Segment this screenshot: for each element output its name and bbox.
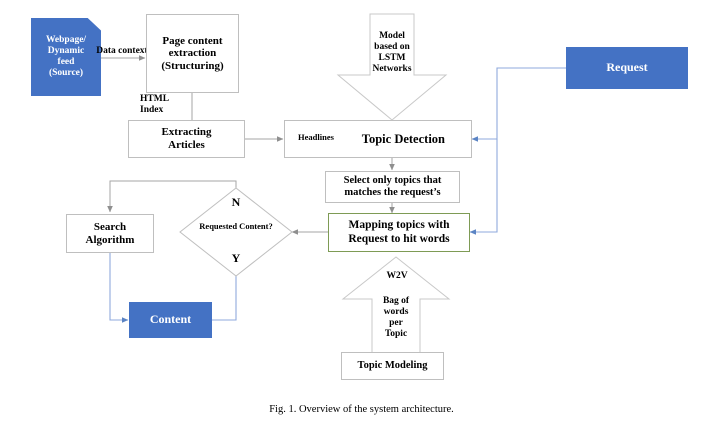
node-extracting-articles-label: Extracting Articles <box>161 126 212 151</box>
node-select-topics-label: Select only topics that matches the requ… <box>343 174 442 198</box>
node-topic-modeling-label: Topic Modeling <box>357 359 428 371</box>
node-topic-modeling[interactable]: Topic Modeling <box>341 352 444 380</box>
node-lstm-model-label: Model based on LSTM Networks <box>372 31 412 74</box>
node-decision-label: Requested Content? <box>199 221 273 231</box>
node-bag-of-words-label: Bag of words per Topic <box>382 296 410 339</box>
node-headlines-tag: Headlines <box>298 132 334 142</box>
figure-caption: Fig. 1. Overview of the system architect… <box>269 404 454 415</box>
edge-label-html-index: HTML Index <box>140 94 169 115</box>
node-content[interactable]: Content <box>129 302 212 338</box>
node-page-content-extraction-label: Page content extraction (Structuring) <box>161 34 224 72</box>
node-lstm-model[interactable]: Model based on LSTM Networks <box>338 13 446 121</box>
node-mapping-topics[interactable]: Mapping topics with Request to hit words <box>328 213 470 252</box>
node-extracting-articles[interactable]: Extracting Articles <box>128 120 245 158</box>
node-request[interactable]: Request <box>566 47 688 89</box>
node-page-content-extraction[interactable]: Page content extraction (Structuring) <box>146 14 239 93</box>
node-source-label: Webpage/ Dynamic feed (Source) <box>45 35 87 78</box>
edge-label-branch-no: N <box>231 195 241 209</box>
node-search-algorithm[interactable]: Search Algorithm <box>66 214 154 253</box>
edge-label-w2v: W2V <box>386 271 408 281</box>
edge-label-branch-yes: Y <box>231 251 241 265</box>
node-mapping-topics-label: Mapping topics with Request to hit words <box>348 219 450 245</box>
node-content-label: Content <box>149 312 192 327</box>
node-search-algorithm-label: Search Algorithm <box>85 220 135 246</box>
node-topic-detection-label: Topic Detection <box>361 131 445 146</box>
node-topic-detection[interactable]: Topic Detection <box>284 120 472 158</box>
node-source[interactable]: Webpage/ Dynamic feed (Source) <box>31 18 101 96</box>
edge-label-data-context: Data context <box>96 46 148 56</box>
node-request-label: Request <box>606 60 648 75</box>
node-select-topics[interactable]: Select only topics that matches the requ… <box>325 171 460 203</box>
